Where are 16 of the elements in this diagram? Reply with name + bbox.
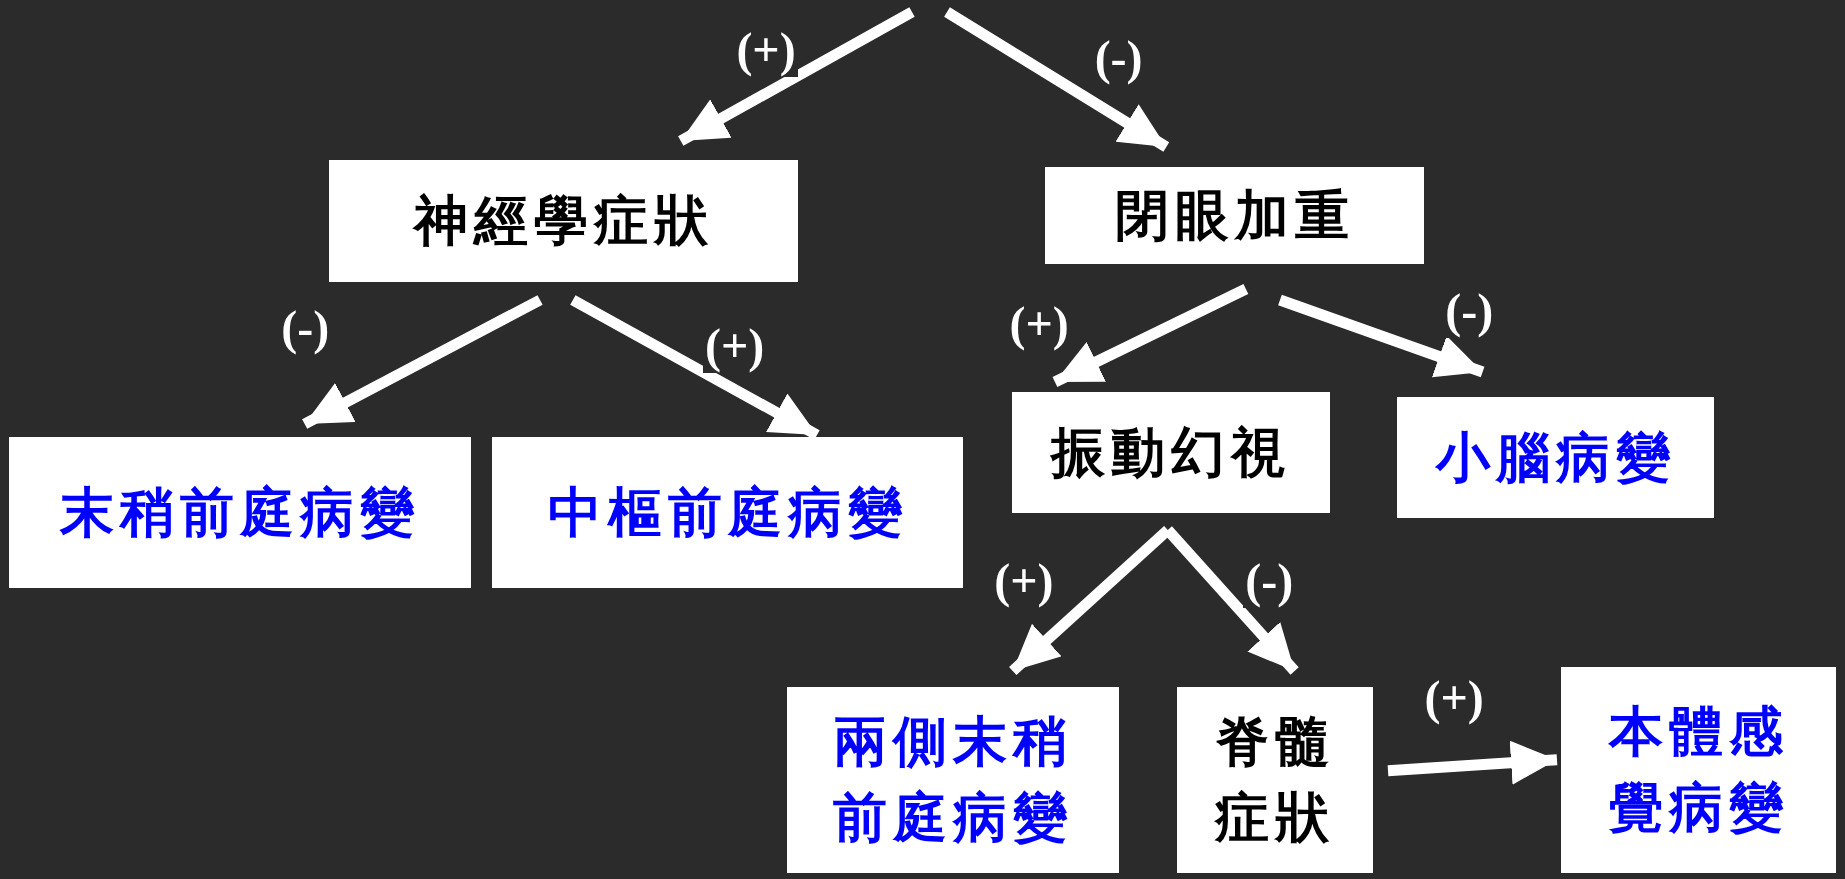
diagnosis-box: 中樞前庭病變 [492, 437, 963, 588]
symptom-box: 振動幻視 [1012, 392, 1330, 513]
diagnosis-box: 本體感覺病變 [1561, 667, 1836, 873]
arrow [944, 7, 1170, 152]
arrow [1387, 740, 1558, 785]
arrow [302, 295, 543, 429]
arrow [570, 295, 820, 440]
arrow [1278, 294, 1485, 378]
arrow [1052, 284, 1249, 387]
diagnosis-box: 兩側末稍前庭病變 [787, 687, 1119, 873]
symptom-box: 脊髓症狀 [1177, 687, 1373, 873]
symptom-box: 神經學症狀 [329, 160, 798, 282]
arrow [678, 7, 915, 146]
diagnosis-box: 小腦病變 [1397, 397, 1714, 518]
diagnosis-box: 末稍前庭病變 [9, 437, 471, 588]
symptom-box: 閉眼加重 [1045, 167, 1424, 264]
